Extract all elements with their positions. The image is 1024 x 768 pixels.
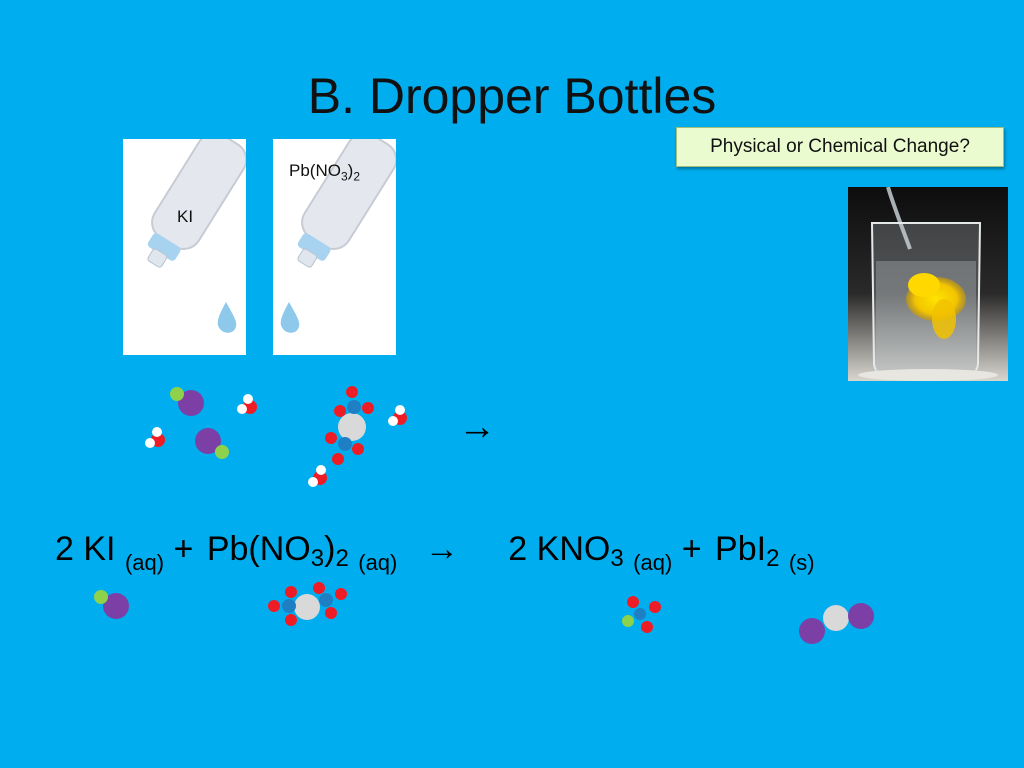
- water-molecule: [145, 427, 165, 448]
- plus-sign: +: [681, 530, 702, 568]
- formula-subscript: 2: [353, 169, 361, 184]
- formula-text: ): [347, 161, 354, 180]
- potassium-iodide-ion-pair: [195, 428, 229, 459]
- formula-subscript: 3: [310, 545, 325, 572]
- lead-nitrate-model: [268, 582, 347, 626]
- formula-text: ): [324, 530, 336, 568]
- formula-subscript: 2: [335, 545, 349, 572]
- potassium-nitrate-model: [622, 596, 661, 633]
- potassium-iodide-ion-pair: [94, 590, 129, 619]
- formula-text: PbI: [715, 530, 767, 568]
- ki-bottle-label: KI: [177, 207, 194, 226]
- plus-sign: +: [173, 530, 194, 568]
- product-potassium-nitrate: 2 KNO3: [508, 530, 623, 572]
- lead-nitrate-bottle-card: Pb(NO3)2: [273, 139, 396, 355]
- formula-subscript: 3: [340, 169, 348, 184]
- water-molecule: [388, 405, 407, 426]
- equation-arrow: →: [424, 530, 459, 568]
- state-label: (s): [788, 550, 815, 575]
- dropper-bottle-icon: [147, 139, 246, 333]
- formula-text: Pb(NO: [289, 161, 341, 180]
- ki-bottle-card: KI: [123, 139, 246, 355]
- product-lead-iodide: PbI2: [715, 530, 779, 572]
- physical-or-chemical-callout: Physical or Chemical Change?: [676, 127, 1004, 167]
- state-label: (aq): [358, 550, 398, 575]
- formula-text: 2 KNO: [508, 530, 611, 568]
- dropper-bottle-icon: [280, 139, 396, 333]
- lead-iodide-model: [799, 603, 874, 644]
- beaker-yellow-precipitate-icon: [848, 187, 1008, 381]
- water-molecule: [237, 394, 257, 414]
- lead-nitrate-model: [325, 386, 374, 465]
- state-label: (aq): [633, 550, 673, 575]
- formula-subscript: 2: [766, 545, 780, 572]
- reactant-lead-nitrate: Pb(NO3)2: [206, 530, 349, 572]
- formula-subscript: 3: [610, 545, 624, 572]
- reactant-ki: 2 KI: [55, 530, 116, 568]
- reaction-arrow: →: [458, 406, 496, 448]
- formula-text: Pb(NO: [206, 530, 311, 568]
- water-molecule: [308, 465, 327, 487]
- slide-title: B. Dropper Bottles: [307, 68, 717, 124]
- lead-nitrate-bottle-label: Pb(NO3)2: [289, 161, 360, 183]
- potassium-iodide-ion-pair: [170, 387, 204, 416]
- state-label: (aq): [124, 550, 165, 575]
- chemical-equation: 2 KI (aq) + Pb(NO3)2 (aq) → 2 KNO3 (aq) …: [55, 525, 955, 585]
